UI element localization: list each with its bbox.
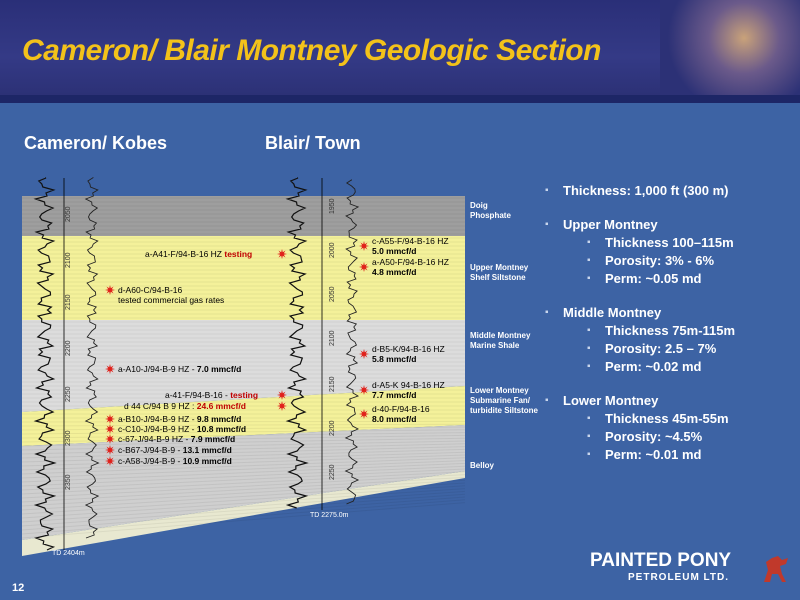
gas-test-burst-icon [277, 390, 287, 400]
well-annotations: a-A41-F/94-B-16 HZ testing d-A60-C/94-B-1… [105, 236, 449, 466]
bullet-item: Upper Montney [545, 216, 795, 234]
well-label-left-10: c-A58-J/94-B-9 - 10.9 mmcf/d [118, 456, 232, 466]
slide-header [0, 0, 800, 95]
bullet-item: Perm: ~0.02 md [545, 358, 795, 376]
gas-test-burst-icon [359, 349, 369, 359]
gas-test-burst-icon [359, 262, 369, 272]
header-divider [0, 95, 800, 103]
gas-test-burst-icon [277, 401, 287, 411]
basal-zone [22, 471, 465, 556]
horse-icon [764, 556, 788, 582]
log-trace-right-gr [285, 177, 309, 509]
gas-test-burst-icon [105, 456, 115, 466]
depth-left-2100: 2100 [65, 252, 72, 268]
bullet-item: Thickness: 1,000 ft (300 m) [545, 182, 795, 200]
gas-test-burst-icon [359, 241, 369, 251]
depth-left-2200: 2200 [65, 340, 72, 356]
depth-left-2250: 2250 [65, 386, 72, 402]
depth-right-2200: 2200 [329, 420, 336, 436]
depth-right-2050: 2050 [329, 286, 336, 302]
depth-right-2000: 2000 [329, 242, 336, 258]
bullet-item: Porosity: ~4.5% [545, 428, 795, 446]
well-label-left-5: d 44 C/94 B 9 HZ : 24.6 mmcf/d [124, 401, 246, 411]
gas-test-burst-icon [359, 385, 369, 395]
bullet-item: Thickness 75m-115m [545, 322, 795, 340]
depth-right-2100: 2100 [329, 330, 336, 346]
depth-left-2150: 2150 [65, 294, 72, 310]
zone-4 [22, 386, 465, 446]
bullet-item: Thickness 100–115m [545, 234, 795, 252]
log-trace-right-res [344, 179, 360, 505]
depth-right-2150: 2150 [329, 376, 336, 392]
log-trace-left-gr [33, 177, 57, 551]
bullet-item: Thickness 45m-55m [545, 410, 795, 428]
slide-title: Cameron/ Blair Montney Geologic Section [22, 34, 601, 67]
bullet-item: Perm: ~0.01 md [545, 446, 795, 464]
right-column-label: Blair/ Town [265, 133, 361, 153]
zone-label-5: Belloy [470, 461, 495, 470]
well-label-left-3: a-A10-J/94-B-9 HZ - 7.0 mmcf/d [118, 364, 241, 374]
td-right-label: TD 2275.0m [310, 512, 349, 519]
well-label-left-7: c-C10-J/94-B-9 HZ - 10.8 mmcf/d [118, 424, 246, 434]
td-left-label: TD 2404m [52, 550, 85, 557]
gas-test-burst-icon [105, 285, 115, 295]
left-column-label: Cameron/ Kobes [24, 133, 168, 153]
well-label-left-9: c-B67-J/94-B-9 - 13.1 mmcf/d [118, 445, 232, 455]
bullet-item: Lower Montney [545, 392, 795, 410]
well-label-left-8: c-67-J/94-B-9 HZ - 7.9 mmcf/d [118, 434, 235, 444]
gas-test-burst-icon [105, 364, 115, 374]
well-label-left-4: a-41-F/94-B-16 - testing [165, 390, 258, 400]
logo-line-1: PAINTED PONY [590, 550, 732, 571]
gas-test-burst-icon [105, 424, 115, 434]
gas-test-burst-icon [105, 414, 115, 424]
depth-left-2350: 2350 [65, 474, 72, 490]
bullet-item: Porosity: 2.5 – 7% [545, 340, 795, 358]
bullet-item: Porosity: 3% - 6% [545, 252, 795, 270]
depth-right-2250: 2250 [329, 464, 336, 480]
gas-test-burst-icon [359, 409, 369, 419]
well-logs [33, 177, 360, 551]
horse-painting-image [660, 0, 800, 95]
reservoir-properties-list: Thickness: 1,000 ft (300 m) Upper Montney… [545, 182, 795, 464]
bullet-item: Middle Montney [545, 304, 795, 322]
depth-left-2050: 2050 [65, 206, 72, 222]
bullet-item: Perm: ~0.05 md [545, 270, 795, 288]
depth-left-2300: 2300 [65, 430, 72, 446]
logo-line-2: PETROLEUM LTD. [628, 572, 730, 583]
zone-5 [22, 425, 465, 540]
depth-right-1950: 1950 [329, 198, 336, 214]
well-label-left-1: a-A41-F/94-B-16 HZ testing [145, 249, 252, 259]
depth-markers: 2050 2100 2150 2200 2250 2300 2350 1950 2000 2050… [65, 198, 336, 490]
zone-3 [22, 320, 465, 412]
gas-test-burst-icon [105, 434, 115, 444]
well-label-left-6: a-B10-J/94-B-9 HZ - 9.8 mmcf/d [118, 414, 241, 424]
log-trace-left-res [84, 177, 100, 539]
company-logo: PAINTED PONY PETROLEUM LTD. [580, 548, 795, 590]
gas-test-burst-icon [105, 445, 115, 455]
well-label-left-2: d-A60-C/94-B-16 tested commercial gas ra… [118, 285, 224, 305]
page-number: 12 [12, 582, 25, 594]
gas-test-burst-icon [277, 249, 287, 259]
